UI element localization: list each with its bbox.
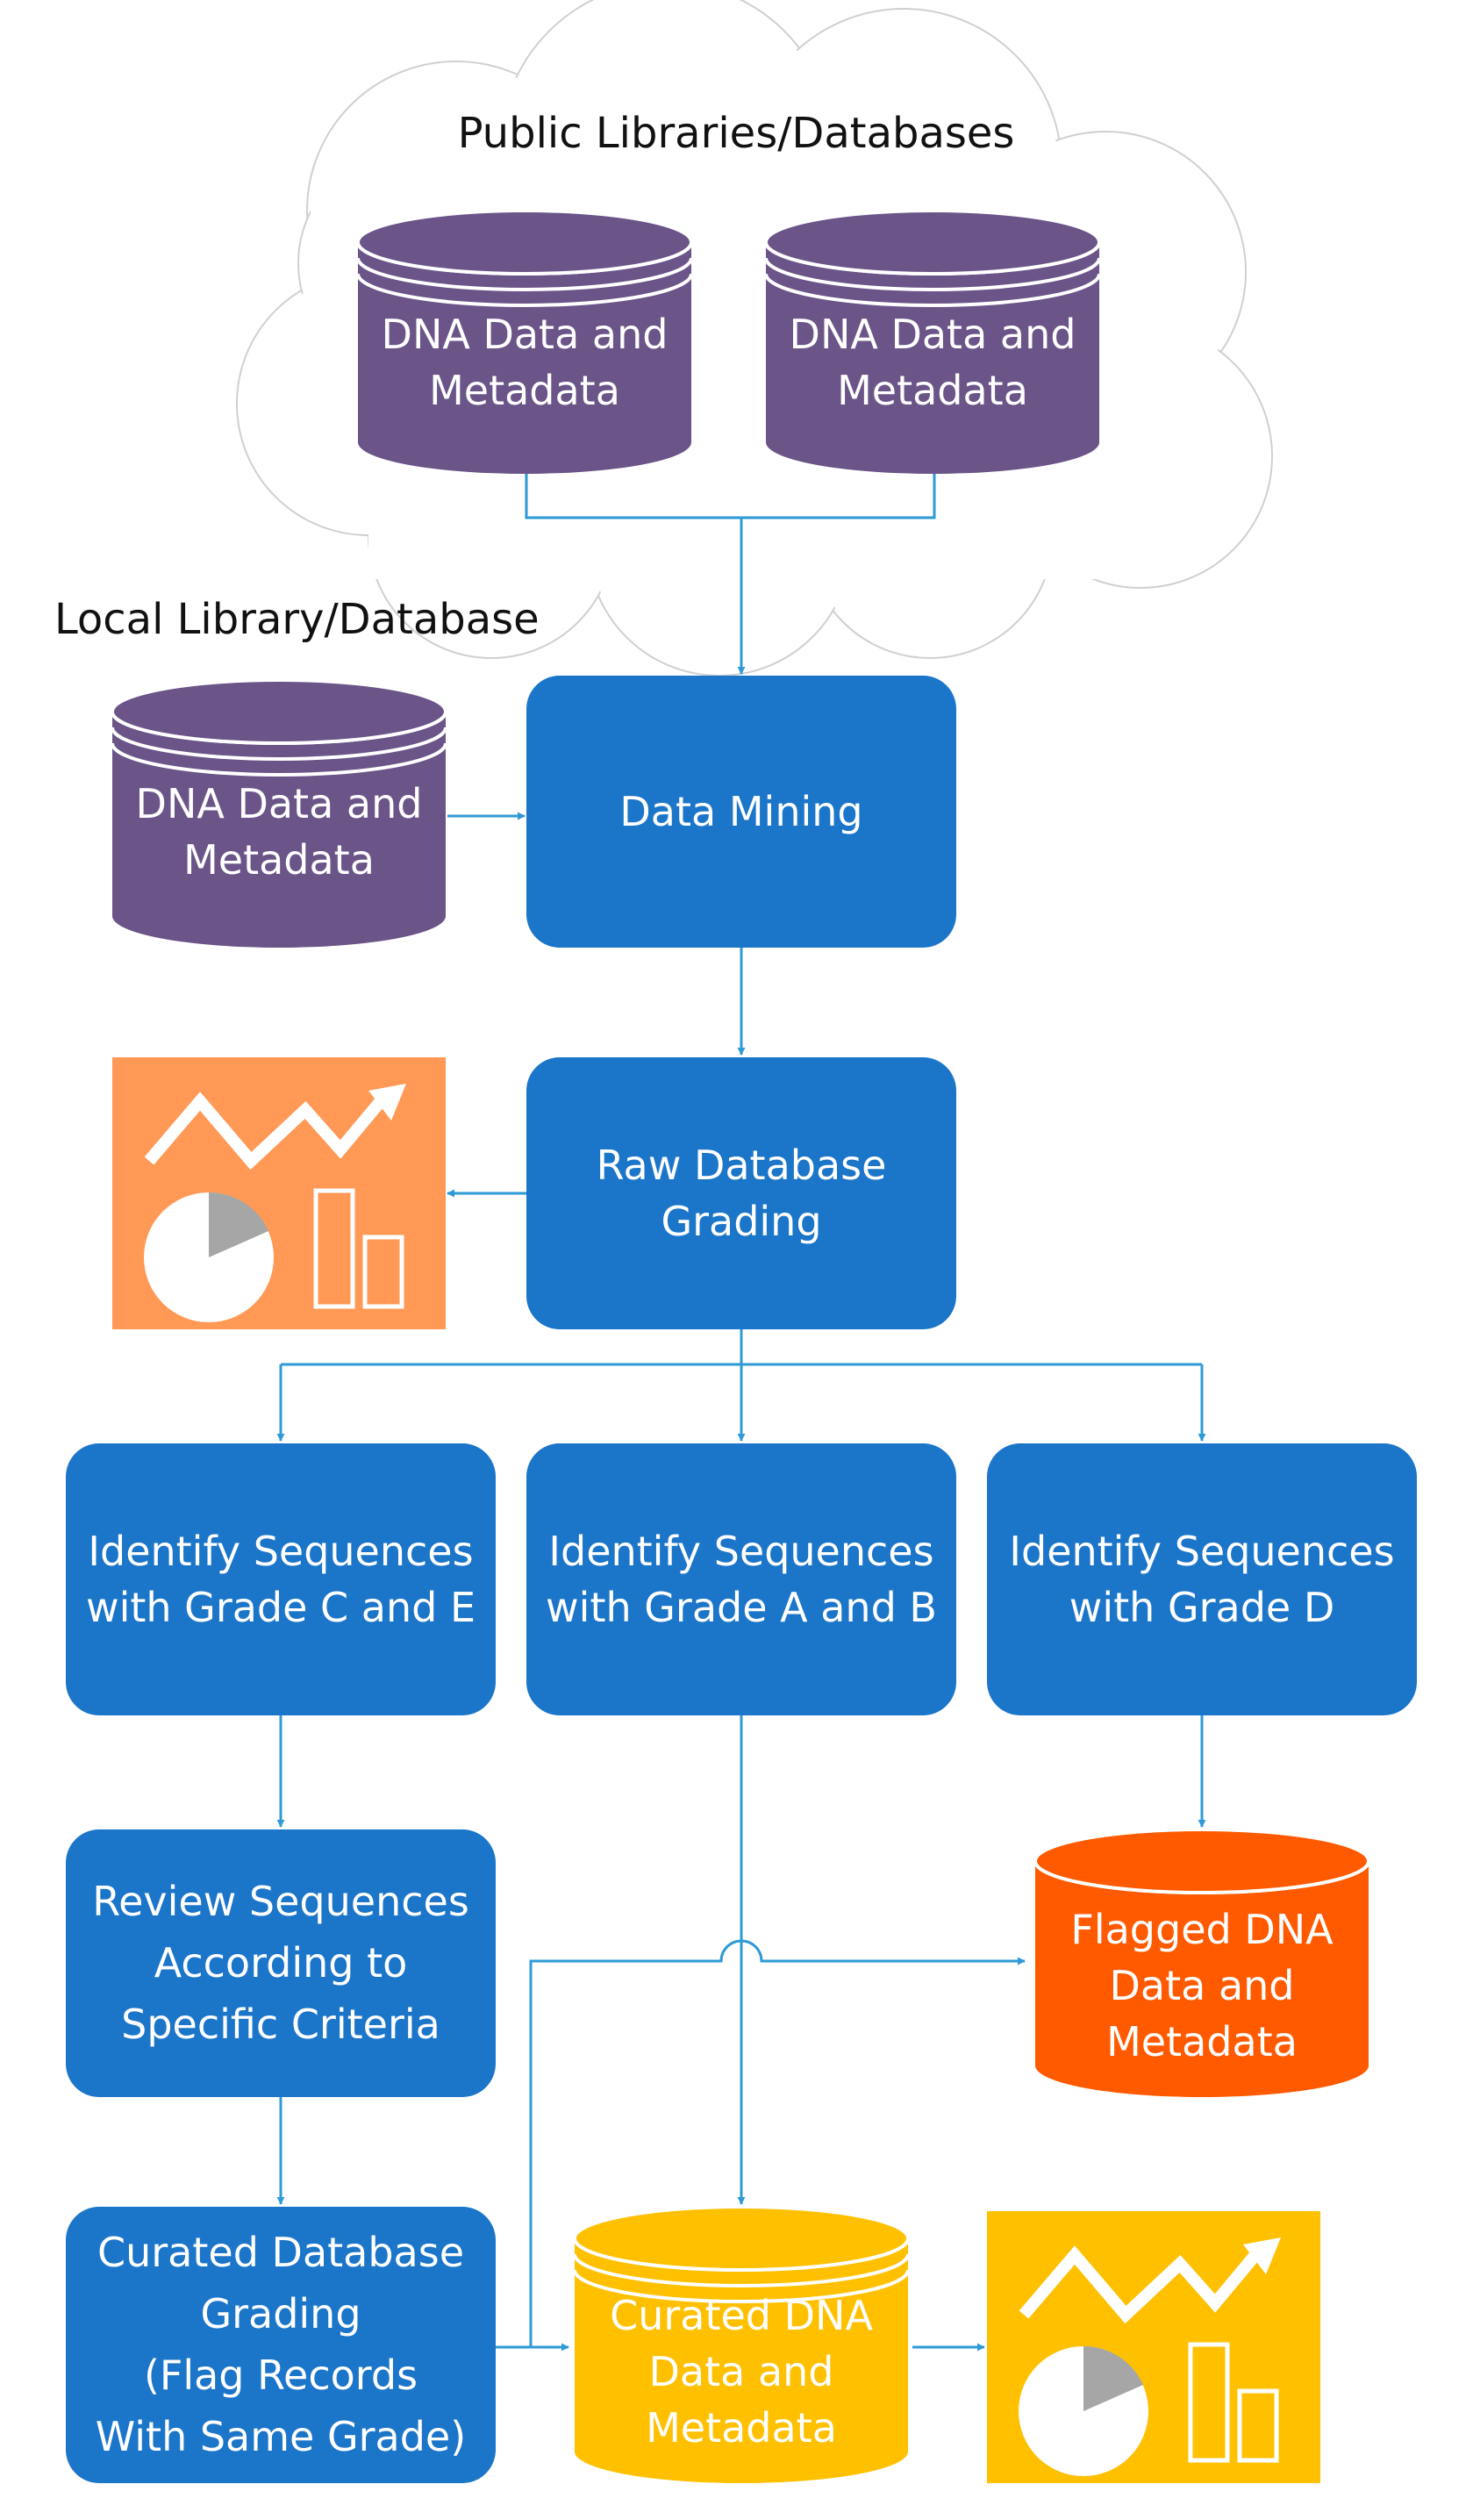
text-line: DNA Data and [382, 311, 669, 358]
text-line: DNA Data and [136, 780, 423, 827]
text-line: Metadata [429, 367, 620, 414]
data-mining-label: Data Mining [619, 788, 862, 835]
text-line: DNA Data and [790, 311, 1076, 358]
text-line: Data and [649, 2348, 834, 2395]
connector-raw-branch [281, 1329, 1202, 1366]
text-line: With Same Grade) [96, 2413, 466, 2460]
cylinder-band [764, 273, 1101, 307]
text-line: (Flag Records [144, 2352, 418, 2399]
text-line: with Grade D [1069, 1584, 1335, 1631]
text-line: Identify Sequences [1009, 1528, 1394, 1575]
report-raw-icon [112, 1057, 446, 1329]
cylinder-cap [111, 678, 447, 745]
text-line: with Grade C and E [86, 1584, 476, 1631]
cylinder-body [766, 211, 1099, 474]
text-line: Metadata [1106, 2018, 1298, 2065]
text-line: According to [154, 1939, 408, 1987]
grade-ce-box [66, 1443, 496, 1715]
text-line: Review Sequences [92, 1878, 469, 1925]
text-line: Data Mining [619, 788, 862, 835]
text-line: Metadata [183, 836, 375, 884]
text-line: Data and [1110, 1962, 1295, 2009]
text-line: Identify Sequences [548, 1528, 933, 1575]
local-library-label: Local Library/Database [54, 595, 540, 644]
curated-grading-box [66, 2207, 496, 2483]
cylinder-cap [1033, 1828, 1370, 1894]
cylinder-cap [573, 2205, 910, 2272]
grade-d-box [987, 1443, 1417, 1715]
cylinder-body [575, 2207, 908, 2483]
text-line: Identify Sequences [88, 1528, 473, 1575]
cylinder-band [573, 2253, 910, 2287]
text-line: Specific Criteria [121, 2001, 440, 2048]
text-line: with Grade A and B [546, 1584, 937, 1631]
raw-grading-box [526, 1057, 956, 1329]
review-box [66, 1829, 496, 2097]
cylinder-cap [764, 209, 1101, 276]
cylinder-band [111, 742, 447, 777]
cylinder-cap [356, 209, 693, 276]
data-mining-box [526, 676, 956, 948]
grade-ab-box [526, 1443, 956, 1715]
cylinder-body [112, 680, 446, 948]
cylinder-body [358, 211, 691, 474]
text-line: Metadata [837, 367, 1028, 414]
text-line: Flagged DNA [1070, 1906, 1334, 1953]
cylinder-band [764, 257, 1101, 291]
cylinder-band [356, 273, 693, 307]
connector-cloud-merge [525, 474, 936, 519]
cylinder-band [356, 257, 693, 291]
grade-ce-label: Identify Sequences with Grade C and E [86, 1528, 476, 1631]
cylinder-band [573, 2269, 910, 2303]
report-curated-icon [987, 2211, 1320, 2483]
text-line: Grading [661, 1198, 821, 1245]
text-line: Curated Database [97, 2229, 464, 2276]
connectors [276, 474, 1206, 2352]
text-line: Raw Database [597, 1142, 887, 1189]
text-line: Grading [200, 2290, 361, 2337]
text-line: Metadata [646, 2404, 837, 2452]
grade-d-label: Identify Sequences with Grade D [1009, 1528, 1394, 1631]
cloud-title: Public Libraries/Databases [458, 109, 1015, 158]
grade-ab-label: Identify Sequences with Grade A and B [546, 1528, 937, 1631]
cylinder-body [1035, 1829, 1369, 2097]
text-line: Curated DNA [610, 2292, 873, 2339]
connector-curated-grading-to-flagged [529, 1939, 1026, 2347]
cylinder-band [111, 727, 447, 761]
